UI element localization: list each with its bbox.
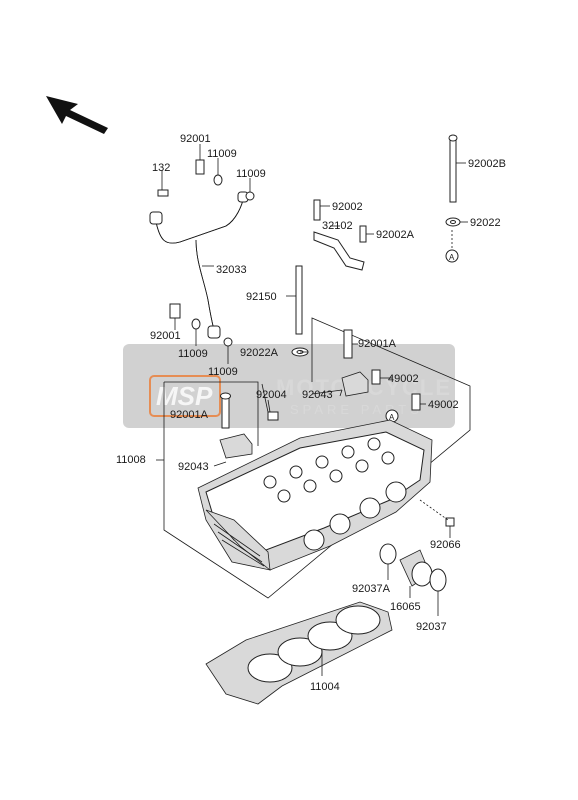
plug-49002-b bbox=[411, 393, 426, 411]
washer-11009-b bbox=[245, 178, 255, 201]
label-49002-a: 49002 bbox=[388, 373, 419, 385]
label-11009-b: 11009 bbox=[236, 168, 266, 180]
stud-92150 bbox=[286, 265, 303, 335]
label-92002A: 92002A bbox=[376, 229, 415, 241]
washer-92022 bbox=[445, 217, 468, 227]
watermark-logo: MSP bbox=[156, 381, 213, 411]
cam-cap-92043-left bbox=[219, 433, 253, 459]
label-49002-b: 49002 bbox=[428, 399, 459, 411]
label-11009-a: 11009 bbox=[207, 148, 237, 160]
label-92001A-right: 92001A bbox=[358, 338, 397, 350]
washer-11009-d bbox=[223, 337, 233, 364]
bolt-92001A-left bbox=[220, 392, 231, 429]
label-11008: 11008 bbox=[116, 454, 146, 466]
cylinder-head-11008 bbox=[197, 419, 433, 571]
front-direction-arrow bbox=[46, 96, 108, 134]
ref-marker-A-top: A bbox=[445, 230, 459, 263]
intake-ports bbox=[303, 481, 407, 551]
bolt-92001-top bbox=[195, 144, 205, 175]
bolt-92001A-right bbox=[343, 329, 358, 359]
label-92001-mid: 92001 bbox=[150, 330, 181, 342]
clamp-92037 bbox=[429, 568, 447, 616]
oil-pipe-32033 bbox=[149, 191, 249, 339]
head-fins bbox=[213, 523, 265, 567]
head-gasket-11004 bbox=[205, 601, 393, 705]
stud-92002B bbox=[448, 134, 466, 203]
label-92150: 92150 bbox=[246, 291, 277, 303]
part-labels: 92001 11009 132 11009 92002B 92002 32102… bbox=[116, 133, 506, 693]
label-92004: 92004 bbox=[256, 389, 287, 401]
bracket-32102 bbox=[313, 199, 374, 271]
holder-16065 bbox=[399, 549, 433, 598]
svg-text:A: A bbox=[449, 253, 455, 262]
label-92022A: 92022A bbox=[240, 347, 279, 359]
watermark: MSP MOTORCYCLE SPARE PARTS bbox=[123, 344, 455, 428]
label-92001-top: 92001 bbox=[180, 133, 211, 145]
label-92022: 92022 bbox=[470, 217, 501, 229]
leader-lines bbox=[156, 351, 392, 467]
watermark-subtitle: SPARE PARTS bbox=[290, 402, 423, 417]
clamp-92037A bbox=[379, 543, 397, 580]
label-32033: 32033 bbox=[216, 264, 247, 276]
bolt-92066 bbox=[419, 499, 455, 538]
bolt-92001-mid bbox=[169, 303, 181, 330]
label-92037A: 92037A bbox=[352, 583, 391, 595]
label-132: 132 bbox=[152, 162, 170, 174]
svg-text:A: A bbox=[389, 413, 395, 422]
label-92037: 92037 bbox=[416, 621, 447, 633]
label-11009-d: 11009 bbox=[208, 366, 238, 378]
assembly-outline bbox=[163, 317, 471, 599]
bolt-132 bbox=[157, 170, 169, 197]
dowel-92004 bbox=[267, 399, 279, 421]
valve-lifters bbox=[263, 437, 395, 503]
washer-11009-a bbox=[213, 158, 223, 186]
washer-11009-c bbox=[191, 318, 201, 346]
label-92066: 92066 bbox=[430, 539, 461, 551]
label-32102: 32102 bbox=[322, 220, 353, 232]
label-92043-b: 92043 bbox=[178, 461, 209, 473]
label-11009-c: 11009 bbox=[178, 348, 208, 360]
label-92001A-left: 92001A bbox=[170, 409, 209, 421]
label-92043-a: 92043 bbox=[302, 389, 333, 401]
plug-49002-a bbox=[371, 369, 386, 385]
label-11004: 11004 bbox=[310, 681, 340, 693]
label-16065: 16065 bbox=[390, 601, 421, 613]
label-92002: 92002 bbox=[332, 201, 363, 213]
label-92002B: 92002B bbox=[468, 158, 506, 170]
cam-cap-92043 bbox=[339, 371, 369, 397]
